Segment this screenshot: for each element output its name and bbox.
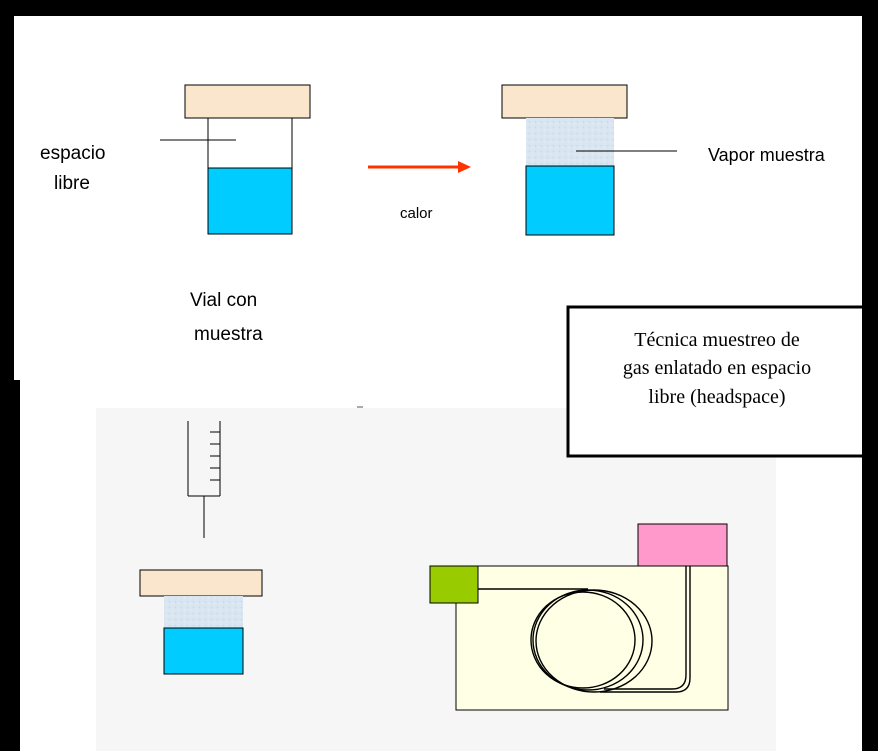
sampled-vial-cap xyxy=(139,569,263,597)
technique-line3: libre (headspace) xyxy=(648,386,785,408)
vial-headspace xyxy=(207,117,293,169)
gc-detector xyxy=(637,523,728,567)
frame-top xyxy=(0,0,878,16)
heat-arrow xyxy=(368,161,471,173)
sampled-vial-vapor xyxy=(164,596,243,628)
frame-right xyxy=(862,0,878,751)
sample-vapor xyxy=(526,118,614,166)
technique-line2: gas enlatado en espacio xyxy=(623,357,811,379)
frame-left-upper xyxy=(0,0,14,380)
sampled-vial-liquid xyxy=(163,627,244,675)
sampled-vial xyxy=(139,569,263,675)
vial-liquid xyxy=(207,167,293,235)
heated-vial-cap xyxy=(501,84,628,119)
vial-caption-line1: Vial con xyxy=(190,290,257,311)
technique-box xyxy=(566,305,868,458)
headspace-label-line2: libre xyxy=(54,173,90,194)
gc-injector xyxy=(429,565,479,604)
heat-label: calor xyxy=(400,205,433,222)
frame-left-inner-edge xyxy=(14,16,15,380)
coiled-column-icon xyxy=(478,566,691,693)
vial-caption-line2: muestra xyxy=(194,324,263,345)
vial-cap xyxy=(184,84,311,119)
syringe-icon xyxy=(187,421,221,538)
gas-chromatograph xyxy=(429,523,729,711)
technique-line1: Técnica muestreo de xyxy=(634,329,800,351)
frame-left-lower xyxy=(0,380,20,751)
heated-vial xyxy=(501,84,628,236)
headspace-label-line1: espacio xyxy=(40,143,106,164)
vapor-label: Vapor muestra xyxy=(708,145,826,165)
heated-vial-liquid xyxy=(525,165,615,236)
vial-with-sample xyxy=(184,84,311,235)
